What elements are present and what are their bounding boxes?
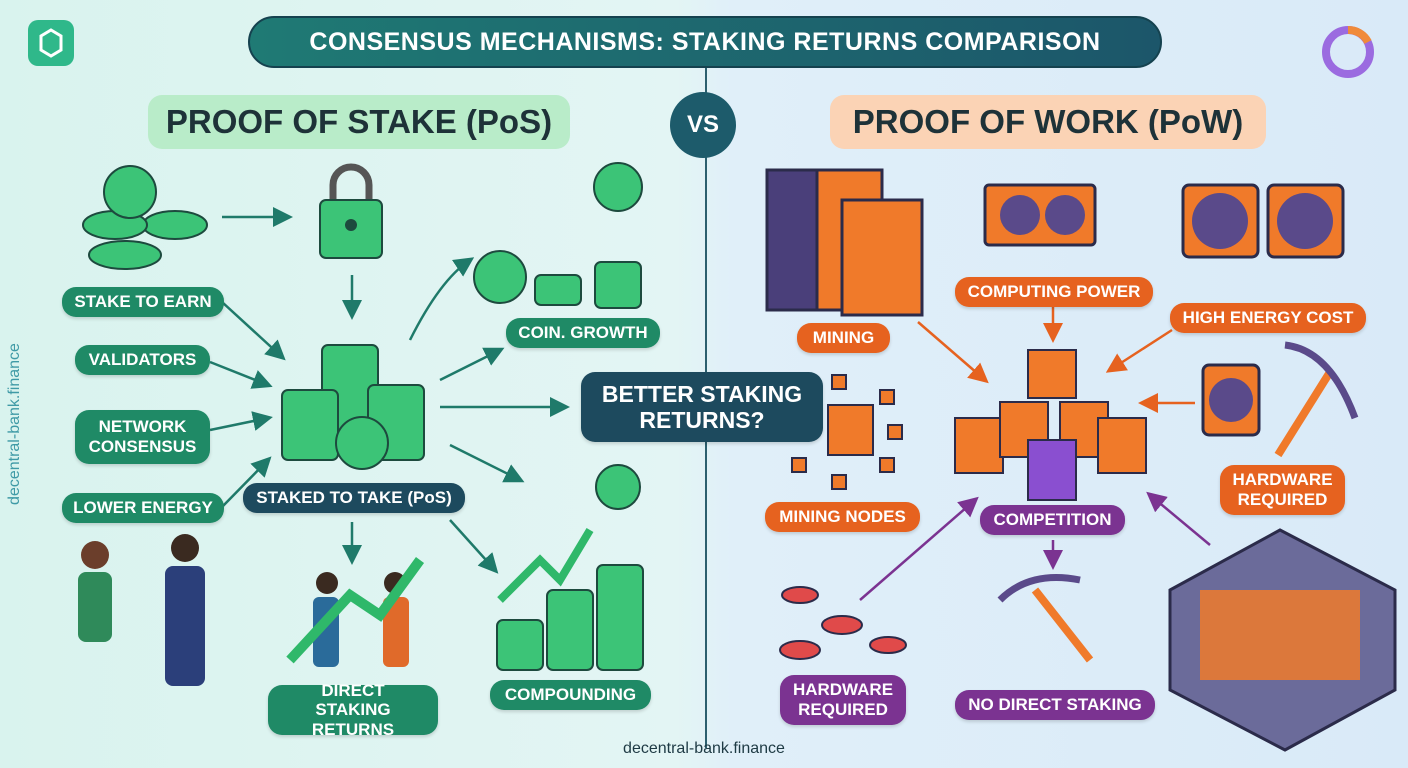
label-validators: VALIDATORS	[75, 345, 210, 375]
lock-icon	[319, 163, 383, 259]
blocks-icon	[954, 349, 1147, 501]
gpu-cards-icon	[983, 183, 1097, 247]
label-stake-to-earn: STAKE TO EARN	[62, 287, 224, 317]
growth-arrow-icon	[286, 557, 425, 664]
label-compounding: COMPOUNDING	[490, 680, 651, 710]
fan-pickaxe-icon	[1201, 341, 1359, 458]
coin-stacks-icon	[281, 344, 425, 470]
label-mining: MINING	[797, 323, 890, 353]
growth-coins-icon	[473, 162, 643, 309]
label-coin-growth: COIN. GROWTH	[506, 318, 660, 348]
mining-rig-icon	[1168, 528, 1397, 752]
arrows-pow	[859, 307, 1211, 601]
logo-ring-icon	[1322, 26, 1374, 78]
label-hardware-required-left: HARDWARE REQUIRED	[780, 675, 906, 725]
page-title: CONSENSUS MECHANISMS: STAKING RETURNS CO…	[248, 16, 1162, 68]
pickaxe-icon	[997, 574, 1094, 663]
mining-servers-icon	[765, 168, 924, 317]
people-icon	[78, 534, 409, 686]
fans-icon	[1181, 183, 1345, 259]
label-no-direct-staking: NO DIRECT STAKING	[955, 690, 1155, 720]
red-coins-icon	[779, 586, 907, 660]
pow-heading: PROOF OF WORK (PoW)	[830, 95, 1266, 149]
side-watermark: decentral-bank.finance	[6, 343, 23, 505]
label-lower-energy: LOWER ENERGY	[62, 493, 224, 523]
pos-heading: PROOF OF STAKE (PoS)	[148, 95, 570, 149]
label-network-consensus: NETWORK CONSENSUS	[75, 410, 210, 464]
label-direct-staking-returns: DIRECT STAKING RETURNS	[268, 681, 438, 739]
label-mining-nodes: MINING NODES	[765, 502, 920, 532]
label-computing-power: COMPUTING POWER	[955, 277, 1153, 307]
compounding-coins-icon	[496, 464, 644, 671]
vs-badge: VS	[670, 92, 736, 158]
logo-hexagon-icon	[28, 20, 74, 66]
center-question: BETTER STAKING RETURNS?	[581, 372, 823, 442]
node-network-icon	[791, 374, 903, 490]
footer-url[interactable]: decentral-bank.finance	[623, 740, 785, 757]
label-hardware-required-right: HARDWARE REQUIRED	[1220, 465, 1345, 515]
label-staked-to-take: STAKED TO TAKE (PoS)	[243, 483, 465, 513]
growth-arrow-icon	[497, 527, 594, 603]
label-high-energy-cost: HIGH ENERGY COST	[1170, 303, 1366, 333]
label-competition: COMPETITION	[980, 505, 1125, 535]
coin-pile-icon	[82, 165, 208, 270]
arrows-pos	[209, 207, 570, 574]
